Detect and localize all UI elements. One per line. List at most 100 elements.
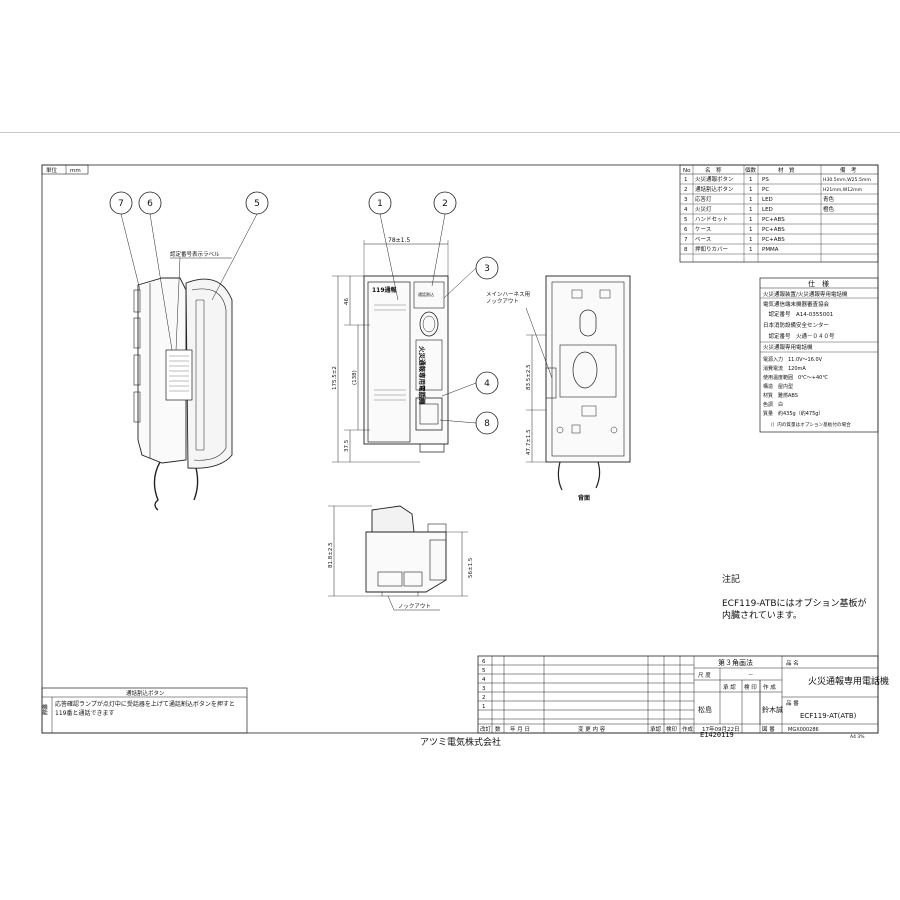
- rev-header: 変 更 内 容: [578, 725, 606, 733]
- approver-name: 松島: [698, 705, 712, 714]
- parts-row: 4 火災灯 1 LED 橙色: [684, 205, 835, 213]
- dim-depth-56: 56±1.5: [468, 557, 474, 578]
- svg-text:PC: PC: [762, 187, 769, 193]
- spec-line: 認定番号 A14-0355001: [763, 310, 833, 318]
- product-no: ECF119-AT(ATB): [800, 712, 857, 720]
- spec-line: 構造 屋内型: [763, 383, 793, 390]
- drawing-code: E1420119: [700, 731, 734, 739]
- dim-depth-81-8: 81.8±2.5: [328, 542, 334, 568]
- spec-line: 消費電流 120mA: [763, 365, 806, 372]
- drawing-label: 図 番: [762, 726, 775, 733]
- callout-1: 1: [368, 191, 392, 215]
- parts-row: 3 応答灯 1 LED 青色: [684, 195, 835, 203]
- harness-knockout-text: メインハーネス用ノックアウト: [486, 291, 530, 305]
- approve-label: 承 認: [723, 683, 736, 691]
- side-view: [120, 213, 258, 511]
- svg-text:2: 2: [684, 187, 688, 193]
- svg-text:6: 6: [147, 199, 153, 209]
- rev-header: 年 月 日: [510, 725, 530, 733]
- drawing-no: MGX000286: [788, 727, 819, 733]
- inspect-label: 検 印: [744, 683, 757, 691]
- svg-text:1: 1: [749, 197, 753, 203]
- spec-line: 電気通信端末機器審査協会: [763, 300, 830, 308]
- front-dedicated-lamp: 通話割込: [418, 291, 434, 297]
- issue-date: 17年09月22日: [702, 725, 740, 733]
- spec-title: 仕 様: [808, 279, 829, 288]
- drawing-frame: [41, 164, 879, 734]
- svg-text:H30.5mm,W25.5mm: H30.5mm,W25.5mm: [823, 177, 871, 183]
- front-device-name: 火災通報専用電話機: [418, 346, 427, 405]
- rev-header: 数: [495, 725, 501, 733]
- svg-text:1: 1: [749, 187, 753, 193]
- function-header: 通話割込ボタン: [126, 689, 165, 697]
- svg-text:1: 1: [749, 177, 753, 183]
- rev-header: 作成: [682, 725, 694, 733]
- projection-angle: 第３角画法: [718, 658, 753, 667]
- svg-text:3: 3: [684, 197, 688, 203]
- rev-letter: 4: [482, 677, 486, 683]
- spec-line: 質量 約435g（約475g）: [763, 410, 823, 417]
- spec-line: 材質 難燃ABS: [763, 392, 798, 399]
- svg-text:PMMA: PMMA: [762, 247, 779, 253]
- svg-text:押釦りカバー: 押釦りカバー: [695, 245, 728, 253]
- dim-37-5: 37.5: [344, 439, 350, 452]
- spec-line: 電源入力 11.0V～16.0V: [763, 356, 823, 363]
- rev-letter: 1: [482, 704, 486, 710]
- svg-text:PC+ABS: PC+ABS: [762, 227, 785, 233]
- svg-text:H21mm,W12mm: H21mm,W12mm: [823, 187, 863, 193]
- spec-box: 仕 様 火災通報装置/火災通報専用電話機 電気通信端末機器審査協会 認定番号 A…: [759, 277, 879, 433]
- svg-text:青色: 青色: [823, 195, 835, 203]
- spec-line: （）内の質量はオプション基板付の場合: [768, 421, 851, 428]
- svg-text:火災通報ボタン: 火災通報ボタン: [695, 175, 734, 183]
- cert-label-text: 認定番号表示ラベル: [170, 250, 220, 258]
- product-name: 火災通報専用電話機: [808, 675, 889, 687]
- dim-back-83-5: 83.5±2.5: [526, 364, 532, 390]
- product-no-label: 品 番: [786, 700, 799, 707]
- bottom-view: [328, 505, 468, 611]
- parts-row: 2 通話割込ボタン 1 PC H21mm,W12mm: [684, 185, 863, 193]
- parts-header-qty: 個数: [745, 166, 757, 174]
- svg-text:3: 3: [484, 264, 490, 274]
- svg-text:1: 1: [684, 177, 688, 183]
- dim-46: 46: [344, 298, 350, 305]
- rev-letter: 5: [482, 668, 486, 674]
- callout-4: 4: [475, 371, 499, 395]
- sheet-size: A4 3%: [850, 734, 865, 740]
- svg-text:ケース: ケース: [695, 226, 711, 233]
- note-title: 注記: [722, 575, 741, 585]
- svg-text:LED: LED: [762, 207, 773, 213]
- page-top-rule: [0, 132, 900, 133]
- rev-letter: 2: [482, 695, 486, 701]
- note: 注記 ECF119-ATBにはオプション基板が 内臓されています。: [722, 562, 867, 634]
- function-side-label: 機能: [41, 703, 48, 717]
- parts-row: 7 ベース 1 PC+ABS: [684, 236, 785, 243]
- parts-table: No 名 称 個数 材 質 備 考 1 火災通報ボタン 1 PS H30.5mm…: [679, 164, 879, 263]
- svg-text:火災灯: 火災灯: [695, 205, 712, 213]
- svg-text:1: 1: [377, 199, 383, 209]
- parts-header-name: 名 称: [705, 166, 722, 174]
- rev-letter: 6: [482, 659, 486, 665]
- spec-line: 火災通報装置/火災通報専用電話機: [763, 290, 848, 298]
- unit-box: 単位 mm: [41, 164, 89, 175]
- svg-text:1: 1: [749, 247, 753, 253]
- dim-back-47-7: 47.7±1.5: [526, 429, 532, 455]
- callout-7: 7: [109, 191, 133, 215]
- parts-header-no: No: [683, 168, 691, 174]
- knockout-text: ノックアウト: [398, 602, 431, 610]
- svg-text:1: 1: [749, 207, 753, 213]
- company-name: アツミ電気株式会社: [420, 738, 502, 748]
- svg-text:PS: PS: [762, 177, 769, 183]
- svg-text:6: 6: [684, 227, 688, 233]
- dim-138: (138): [352, 370, 358, 385]
- unit-value: mm: [70, 168, 81, 174]
- svg-text:ハンドセット: ハンドセット: [695, 216, 728, 223]
- back-view-caption: 背面: [578, 494, 590, 502]
- product-name-label: 品 名: [786, 659, 799, 667]
- function-box: 通話割込ボタン 機能: [41, 687, 248, 734]
- svg-text:8: 8: [484, 419, 490, 429]
- scale-value: －: [748, 673, 754, 679]
- svg-text:7: 7: [118, 199, 124, 209]
- svg-text:応答灯: 応答灯: [695, 195, 712, 203]
- spec-line: 火災通報専用電話機: [763, 343, 813, 351]
